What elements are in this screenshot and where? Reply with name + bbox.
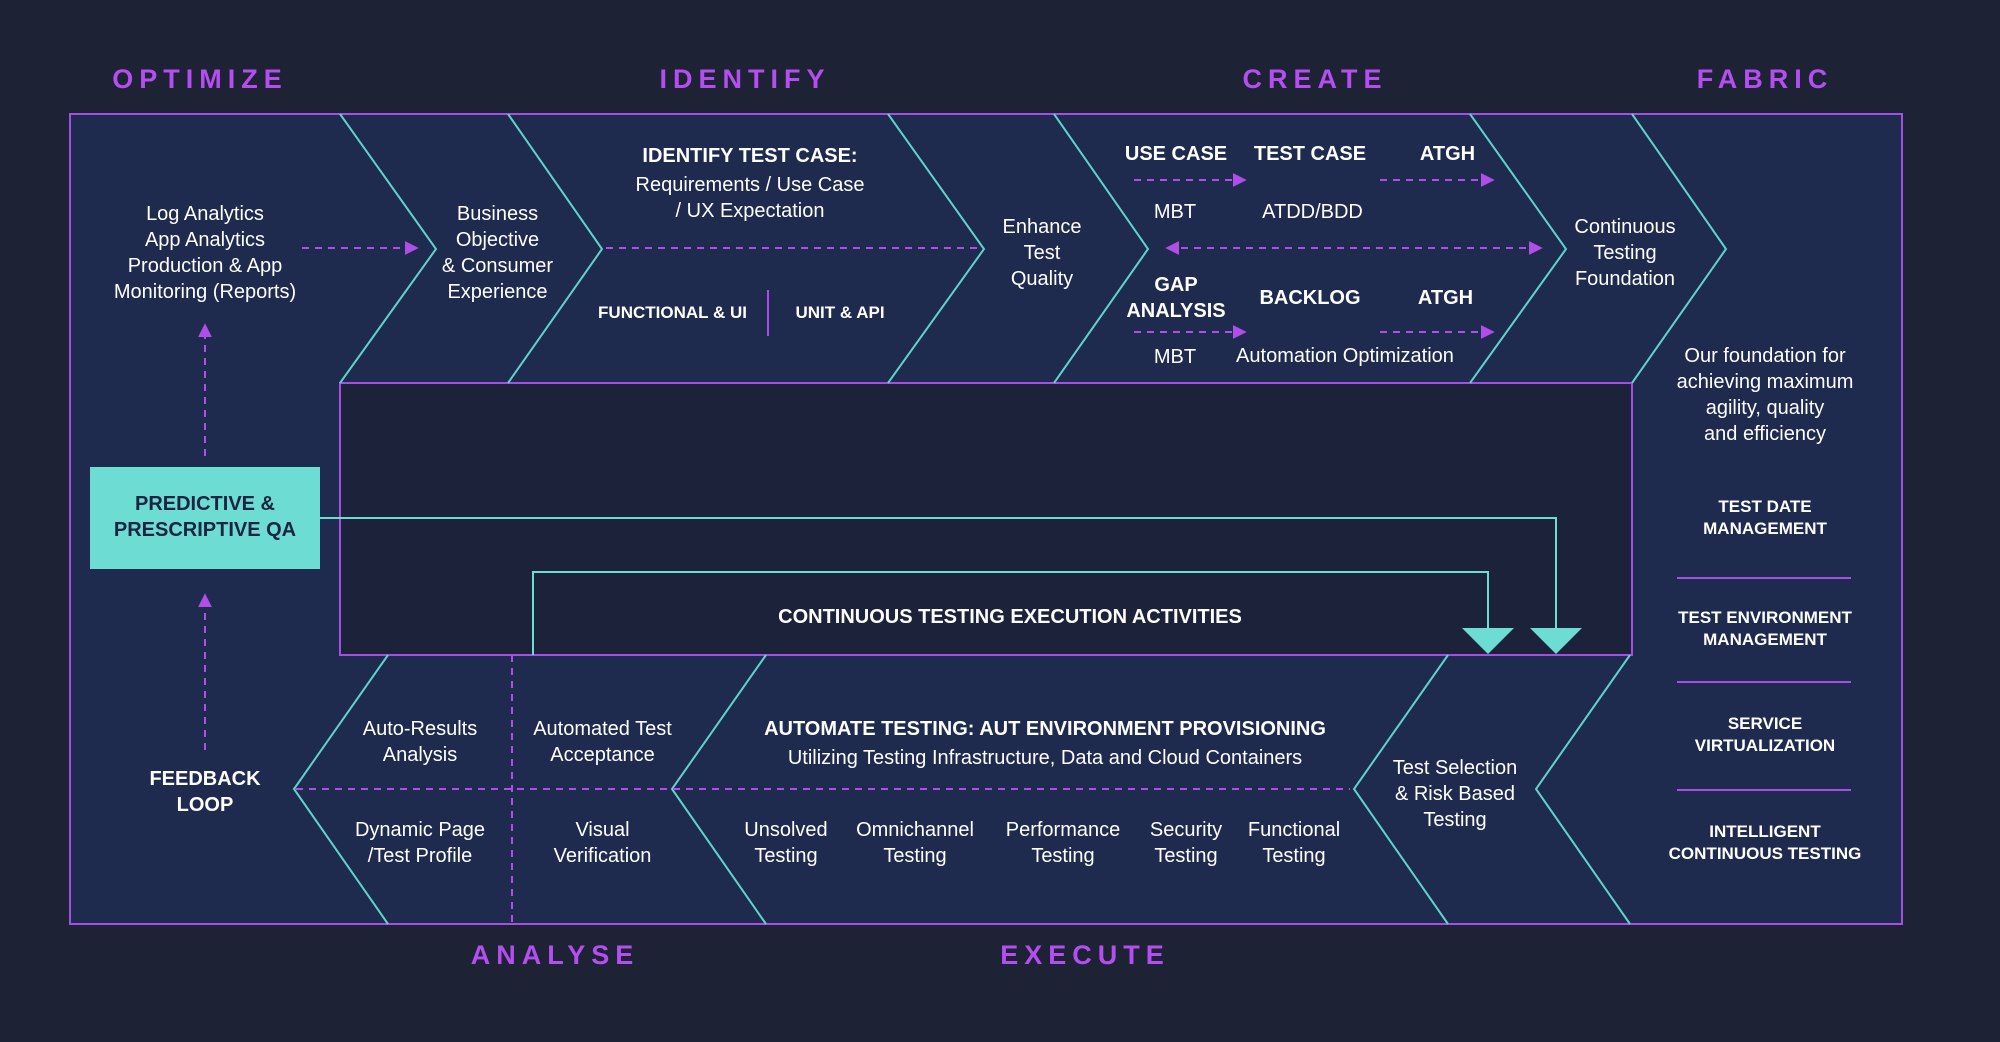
testing-type-omnichannel: Omnichannel Testing bbox=[856, 819, 974, 867]
mbt-bottom-label: MBT bbox=[1153, 346, 1197, 368]
backlog-label: BACKLOG bbox=[1259, 287, 1361, 309]
testing-type-performance: Performance Testing bbox=[1005, 819, 1121, 867]
automation-optimization-label: Automation Optimization bbox=[1236, 345, 1454, 367]
identify-test-case-desc: Requirements / Use Case / UX Expectation bbox=[635, 174, 865, 222]
test-case-label: TEST CASE bbox=[1253, 143, 1367, 165]
business-objective: Business Objective & Consumer Experience bbox=[441, 203, 554, 303]
top-chevrons bbox=[339, 113, 1728, 384]
teal-connectors bbox=[320, 517, 1557, 655]
fabric-intelligent-continuous-testing: INTELLIGENT CONTINUOUS TESTING bbox=[1668, 822, 1862, 864]
enhance-test-quality: Enhance Test Quality bbox=[1002, 216, 1082, 290]
analytics-sources: Log Analytics App Analytics Production &… bbox=[113, 203, 297, 303]
feedback-loop-label: FEEDBACK LOOP bbox=[149, 768, 261, 816]
section-identify: IDENTIFY bbox=[659, 64, 831, 94]
testing-type-security: Security Testing bbox=[1149, 819, 1223, 867]
arrowhead-left bbox=[1462, 628, 1514, 654]
fabric-separators bbox=[1677, 577, 1851, 791]
predictive-box bbox=[90, 467, 320, 569]
use-case-label: USE CASE bbox=[1124, 143, 1228, 165]
automate-testing-title: AUTOMATE TESTING: AUT ENVIRONMENT PROVIS… bbox=[764, 718, 1326, 740]
atgh-top-label: ATGH bbox=[1419, 143, 1476, 165]
predictive-label: PREDICTIVE & PRESCRIPTIVE QA bbox=[113, 493, 297, 541]
gap-analysis-label: GAP ANALYSIS bbox=[1126, 274, 1226, 322]
section-fabric: FABRIC bbox=[1696, 64, 1834, 94]
dynamic-page-profile: Dynamic Page /Test Profile bbox=[354, 819, 486, 867]
dashed-arrows bbox=[198, 173, 1543, 924]
auto-results-analysis: Auto-Results Analysis bbox=[362, 718, 478, 766]
fabric-foundation-text: Our foundation for achieving maximum agi… bbox=[1676, 345, 1854, 445]
bottom-chevrons bbox=[292, 654, 1631, 925]
testing-type-unsolved: Unsolved Testing bbox=[744, 819, 828, 867]
fabric-test-environment-management: TEST ENVIRONMENT MANAGEMENT bbox=[1678, 608, 1852, 650]
continuous-testing-foundation: Continuous Testing Foundation bbox=[1574, 216, 1676, 290]
fabric-service-virtualization: SERVICE VIRTUALIZATION bbox=[1694, 714, 1836, 756]
section-analyse: ANALYSE bbox=[470, 940, 640, 970]
identify-test-case-title: IDENTIFY TEST CASE: bbox=[642, 145, 858, 167]
atgh-bottom-label: ATGH bbox=[1417, 287, 1474, 309]
section-execute: EXECUTE bbox=[1000, 940, 1170, 970]
mbt-top-label: MBT bbox=[1153, 201, 1197, 223]
automate-testing-desc: Utilizing Testing Infrastructure, Data a… bbox=[787, 747, 1303, 769]
atdd-bdd-label: ATDD/BDD bbox=[1262, 201, 1363, 223]
testing-type-functional: Functional Testing bbox=[1247, 819, 1341, 867]
unit-api-label: UNIT & API bbox=[795, 303, 885, 322]
section-create: CREATE bbox=[1242, 64, 1388, 94]
functional-ui-label: FUNCTIONAL & UI bbox=[598, 303, 747, 322]
section-optimize: OPTIMIZE bbox=[112, 64, 288, 94]
automated-test-acceptance: Automated Test Acceptance bbox=[533, 718, 672, 766]
test-selection-risk: Test Selection & Risk Based Testing bbox=[1392, 757, 1518, 831]
fabric-test-data-management: TEST DATE MANAGEMENT bbox=[1703, 497, 1827, 539]
visual-verification: Visual Verification bbox=[553, 819, 652, 867]
execution-activities-label: CONTINUOUS TESTING EXECUTION ACTIVITIES bbox=[778, 606, 1242, 628]
arrowhead-right bbox=[1530, 628, 1582, 654]
